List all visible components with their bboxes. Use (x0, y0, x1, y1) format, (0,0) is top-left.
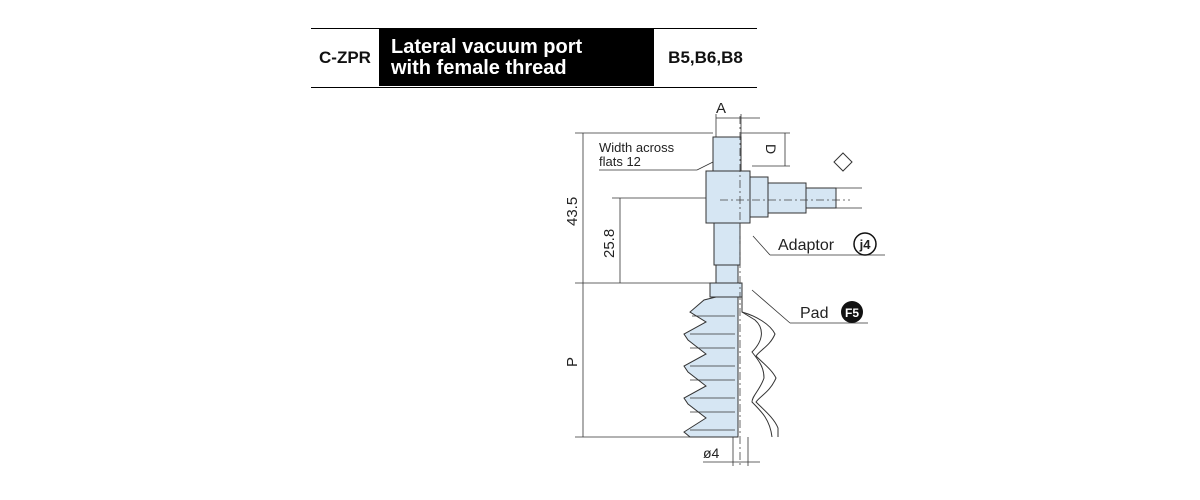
bellows-section (741, 297, 779, 437)
bellows-pad (683, 296, 739, 438)
dim-diameter: ø4 (703, 445, 720, 461)
pad-badge-circle (841, 301, 863, 323)
pad-label: Pad (800, 305, 828, 322)
stem-neck (715, 264, 739, 284)
pad-badge: F5 (845, 306, 859, 320)
hex-nut (712, 136, 742, 172)
adaptor-stem (713, 222, 741, 266)
fitting-tube (805, 187, 837, 209)
diamond-symbol (833, 152, 853, 172)
model-header: C-ZPR Lateral vacuum port with female th… (311, 28, 757, 88)
fitting-nut (767, 182, 807, 214)
series-code: C-ZPR (319, 47, 371, 67)
pad-connector (709, 282, 743, 298)
dim-25-8: 25.8 (601, 229, 618, 258)
adaptor-badge: j4 (859, 237, 872, 252)
dim-a: A (716, 100, 726, 117)
pad-models: B5,B6,B8 (668, 47, 743, 67)
fitting-collar (749, 176, 769, 218)
width-across-flats-line2: flats 12 (599, 154, 641, 169)
adaptor-body (705, 170, 751, 224)
adaptor-badge-circle (853, 232, 877, 256)
header-title: Lateral vacuum port with female thread (379, 29, 654, 86)
dim-p: P (564, 357, 581, 367)
adaptor-label: Adaptor (778, 237, 835, 254)
dim-43-5: 43.5 (564, 197, 581, 226)
dim-d: D (763, 144, 779, 154)
width-across-flats-line1: Width across (599, 140, 675, 155)
